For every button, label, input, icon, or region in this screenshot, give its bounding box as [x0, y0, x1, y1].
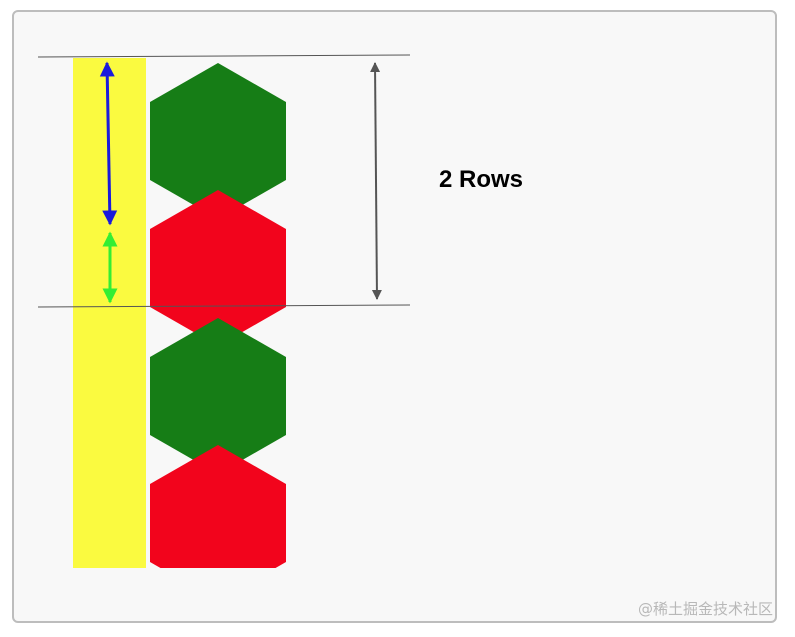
- hexagon-red-1: [150, 190, 286, 346]
- rows-label: 2 Rows: [439, 166, 524, 193]
- hexagon-green-1: [150, 63, 286, 219]
- hexagon-red-2: [150, 445, 286, 568]
- guide-line-top: [37, 54, 411, 58]
- hexagon-stack: [150, 63, 286, 568]
- blue-double-arrow: [99, 61, 118, 226]
- guide-line-bottom: [37, 304, 411, 308]
- watermark: @稀土掘金技术社区: [637, 600, 773, 618]
- gray-double-arrow: [370, 62, 382, 300]
- hexagon-green-2: [150, 318, 286, 474]
